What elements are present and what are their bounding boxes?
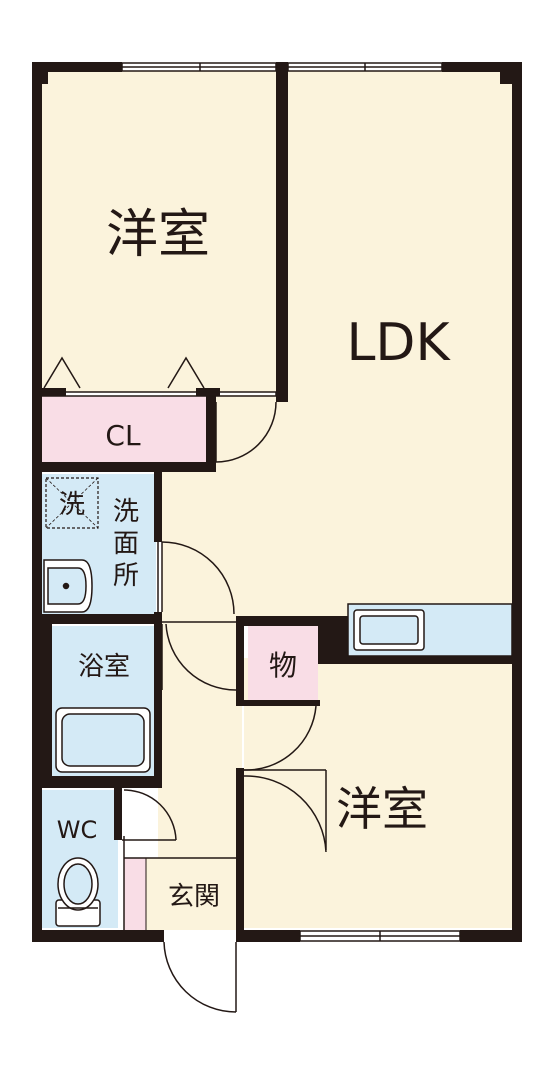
kitchen-counter-icon xyxy=(347,603,513,657)
closet-door-icon xyxy=(43,356,205,389)
closet-label: CL xyxy=(105,419,141,452)
washer-pan-diagonal-2 xyxy=(45,477,99,529)
washroom-label-char-2: 面 xyxy=(113,529,139,559)
western-room-north-floor xyxy=(40,70,276,392)
ldk-floor xyxy=(288,70,514,622)
floor-areas xyxy=(40,70,514,930)
storage-floor xyxy=(248,626,318,700)
door-swing-icon xyxy=(122,401,327,1013)
western-room-north-label: 洋室 xyxy=(106,205,210,265)
washroom-label: 洗 面 所 xyxy=(113,497,139,591)
thin-lines xyxy=(39,391,277,930)
washroom-label-char-3: 所 xyxy=(113,561,139,591)
toilet-icon xyxy=(55,857,101,927)
entrance-step xyxy=(124,858,146,930)
toilet-label: WC xyxy=(57,816,98,844)
window-icon xyxy=(121,62,461,942)
sink-icon xyxy=(43,559,93,613)
entrance-label: 玄関 xyxy=(168,882,220,912)
closet-floor xyxy=(40,396,206,462)
ldk-label: LDK xyxy=(346,313,451,373)
storage-label: 物 xyxy=(269,649,297,682)
bathtub-icon xyxy=(55,707,151,773)
western-room-south-label: 洋室 xyxy=(336,782,428,836)
washer-space-label: 洗 xyxy=(59,490,85,520)
washroom-label-char-1: 洗 xyxy=(113,497,139,527)
bathroom-label: 浴室 xyxy=(78,652,130,682)
